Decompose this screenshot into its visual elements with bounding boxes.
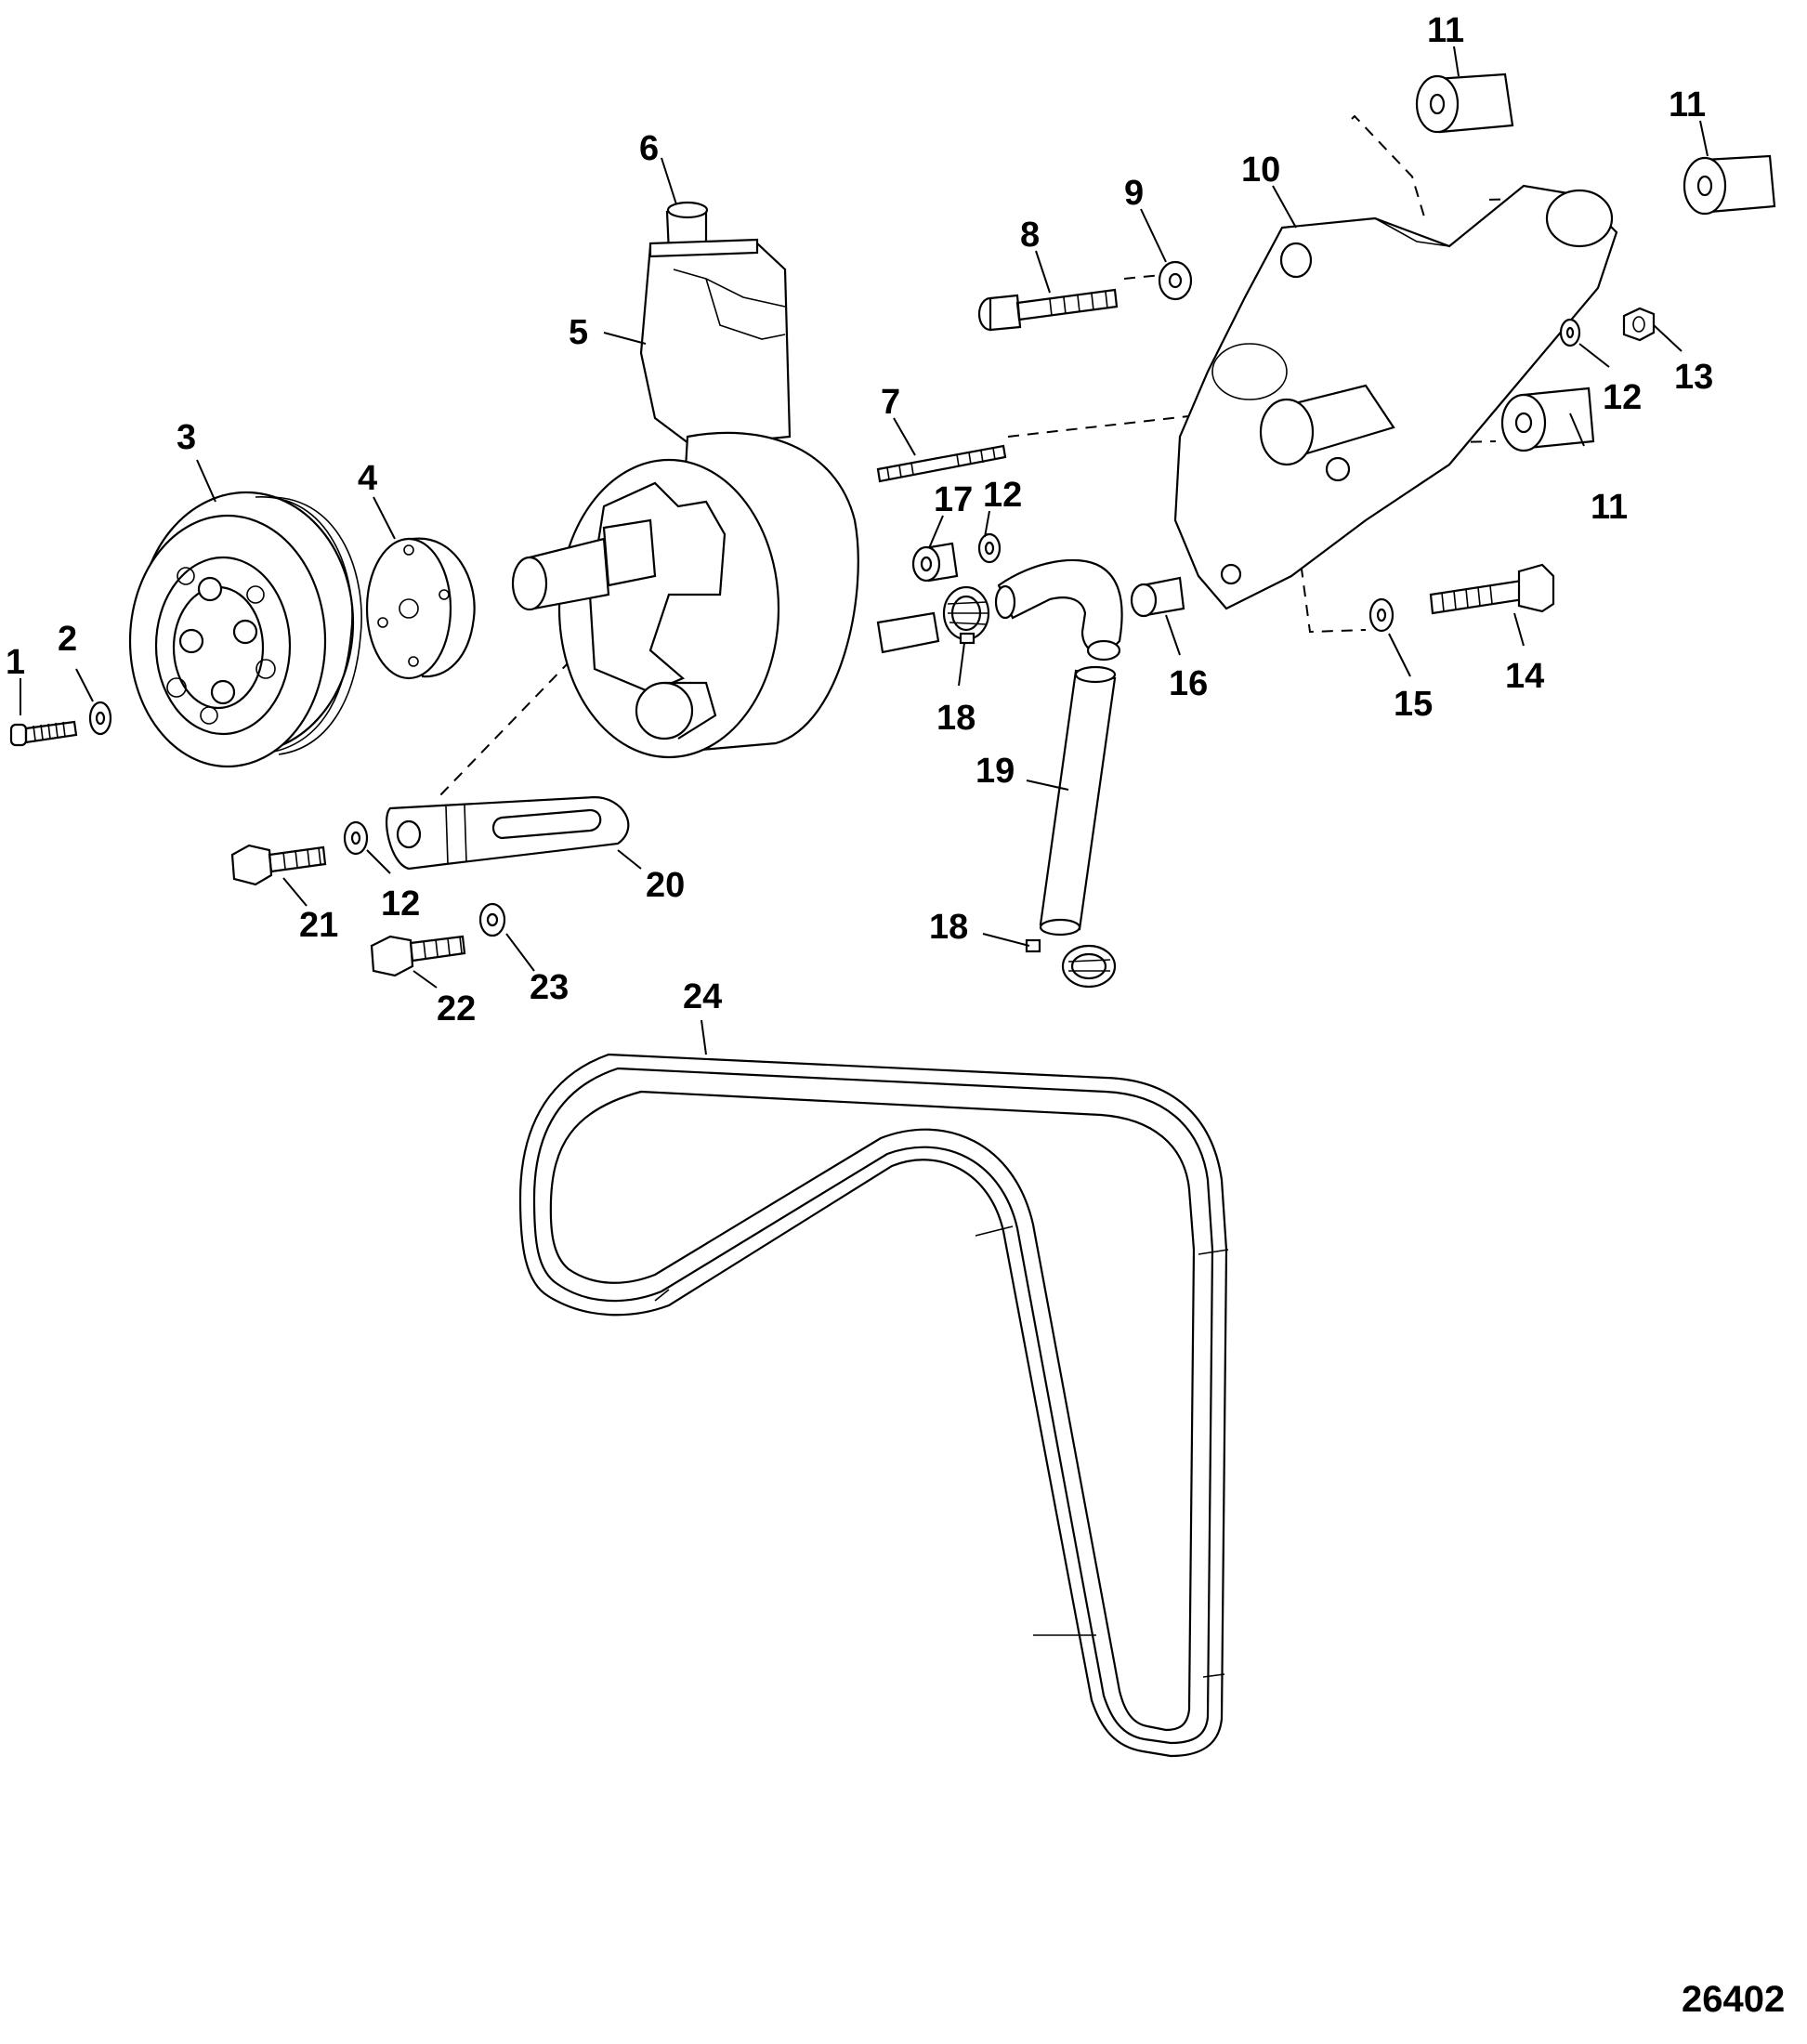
callout-labels: 1 2 3 4 5 6 7 8 9 10 11 11 11 12 12 12 1…	[6, 11, 1785, 2020]
part-18-clamp-lower	[1025, 938, 1117, 989]
callout-13: 13	[1674, 358, 1713, 397]
part-18-clamp-upper	[942, 585, 990, 645]
callout-18-lower: 18	[929, 908, 968, 947]
callout-2: 2	[58, 620, 77, 659]
leader-lines	[20, 46, 1709, 1055]
callout-19: 19	[976, 752, 1015, 791]
part-23-washer	[478, 902, 506, 937]
callout-11-lower: 11	[1591, 488, 1628, 527]
part-17-fitting	[911, 542, 959, 583]
callout-9: 9	[1124, 174, 1144, 213]
callout-11-right: 11	[1669, 85, 1706, 124]
part-5-pump	[511, 242, 940, 759]
part-10-bracket	[1173, 184, 1618, 610]
figure-id: 26402	[1682, 1979, 1785, 2020]
part-24-belt	[518, 1053, 1229, 1758]
callout-16: 16	[1169, 664, 1208, 703]
part-19-hose	[1039, 665, 1117, 937]
part-15-washer	[1368, 597, 1395, 633]
part-4-hub	[365, 537, 476, 680]
callout-10: 10	[1241, 151, 1280, 190]
part-16-bushing	[1130, 576, 1185, 618]
callout-12-mid: 12	[983, 476, 1022, 515]
callout-20: 20	[646, 866, 685, 905]
part-3-pulley	[128, 491, 362, 768]
part-20-adjuster-bracket	[386, 795, 630, 871]
part-11-spacer-lower	[1500, 387, 1595, 452]
callout-7: 7	[881, 383, 900, 422]
callout-18-upper: 18	[936, 699, 976, 738]
callout-5: 5	[569, 313, 588, 352]
callout-4: 4	[358, 459, 377, 498]
callout-12-left: 12	[381, 884, 420, 924]
part-11-spacer-right	[1683, 154, 1776, 216]
part-22-bolt	[370, 935, 466, 977]
callout-11-top: 11	[1427, 11, 1464, 50]
part-14-bolt	[1429, 563, 1555, 615]
part-12-washer-mid	[977, 532, 1002, 564]
callout-3: 3	[177, 418, 196, 457]
callout-24: 24	[683, 977, 722, 1016]
callout-23: 23	[530, 968, 569, 1007]
callout-22: 22	[437, 989, 476, 1029]
part-8-bolt	[977, 288, 1119, 332]
part-9-washer	[1158, 260, 1193, 301]
part-6-cap	[648, 201, 759, 258]
hose-elbow	[994, 558, 1123, 662]
callout-8: 8	[1020, 216, 1040, 255]
callout-15: 15	[1394, 685, 1433, 724]
part-12-washer-left	[343, 820, 369, 856]
part-12-washer-right	[1559, 318, 1581, 347]
part-7-stud	[876, 444, 1007, 483]
callout-1: 1	[6, 643, 25, 682]
part-1-screw	[9, 720, 78, 747]
part-11-spacer-top	[1415, 72, 1514, 134]
callout-17: 17	[934, 480, 973, 519]
part-13-nut	[1622, 307, 1656, 342]
callout-12-right: 12	[1603, 378, 1642, 417]
callout-6: 6	[639, 129, 659, 168]
callout-21: 21	[299, 906, 338, 945]
callout-14: 14	[1505, 657, 1544, 696]
part-2-washer	[88, 701, 112, 736]
part-21-bolt	[230, 844, 327, 886]
